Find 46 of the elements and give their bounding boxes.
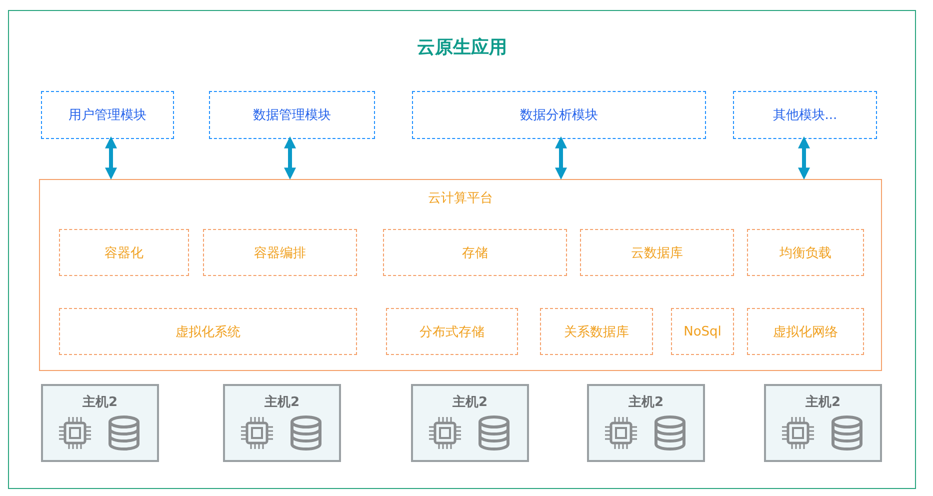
host-box: [41, 384, 159, 462]
host-label: 主机2: [628, 394, 664, 411]
service-box: [540, 308, 653, 355]
service-box: [747, 229, 864, 276]
frame-title: 云原生应用: [417, 36, 507, 59]
double-arrow: [555, 136, 567, 180]
host-label: 主机2: [264, 394, 300, 411]
double-arrow: [284, 136, 296, 180]
service-label: 云数据库: [631, 244, 683, 262]
service-label: 容器编排: [254, 244, 306, 262]
double-arrow: [105, 136, 117, 180]
service-label: 分布式存储: [420, 324, 484, 340]
host-label: 主机2: [82, 394, 118, 411]
host-box: [223, 384, 341, 462]
service-box: [580, 229, 734, 276]
module-label: 用户管理模块: [68, 107, 146, 124]
service-label: 虚拟化网络: [773, 324, 838, 340]
host-box: [587, 384, 705, 462]
module-label: 数据管理模块: [253, 107, 331, 124]
service-label: 虚拟化系统: [176, 324, 240, 340]
service-box: [203, 229, 357, 276]
service-box: [59, 229, 189, 276]
service-box: [747, 308, 864, 355]
service-label: 容器化: [104, 244, 144, 262]
service-label: 存储: [462, 244, 488, 262]
service-box: [383, 229, 567, 276]
module-label: 数据分析模块: [520, 107, 598, 124]
platform-box: [39, 179, 882, 371]
host-label: 主机2: [452, 394, 488, 411]
module-label: 其他模块...: [772, 107, 838, 124]
service-box: [671, 308, 734, 355]
host-box: [411, 384, 529, 462]
platform-title: 云计算平台: [428, 190, 493, 207]
service-box: [59, 308, 357, 355]
module-box: [412, 91, 706, 139]
module-box: [41, 91, 174, 139]
host-box: [764, 384, 882, 462]
service-label: 均衡负载: [780, 244, 832, 262]
service-label: NoSql: [684, 324, 722, 339]
service-label: 关系数据库: [564, 324, 629, 340]
service-box: [386, 308, 518, 355]
host-label: 主机2: [805, 394, 841, 411]
module-box: [733, 91, 877, 139]
double-arrow: [798, 136, 810, 180]
application-frame: [8, 10, 916, 489]
module-box: [209, 91, 375, 139]
